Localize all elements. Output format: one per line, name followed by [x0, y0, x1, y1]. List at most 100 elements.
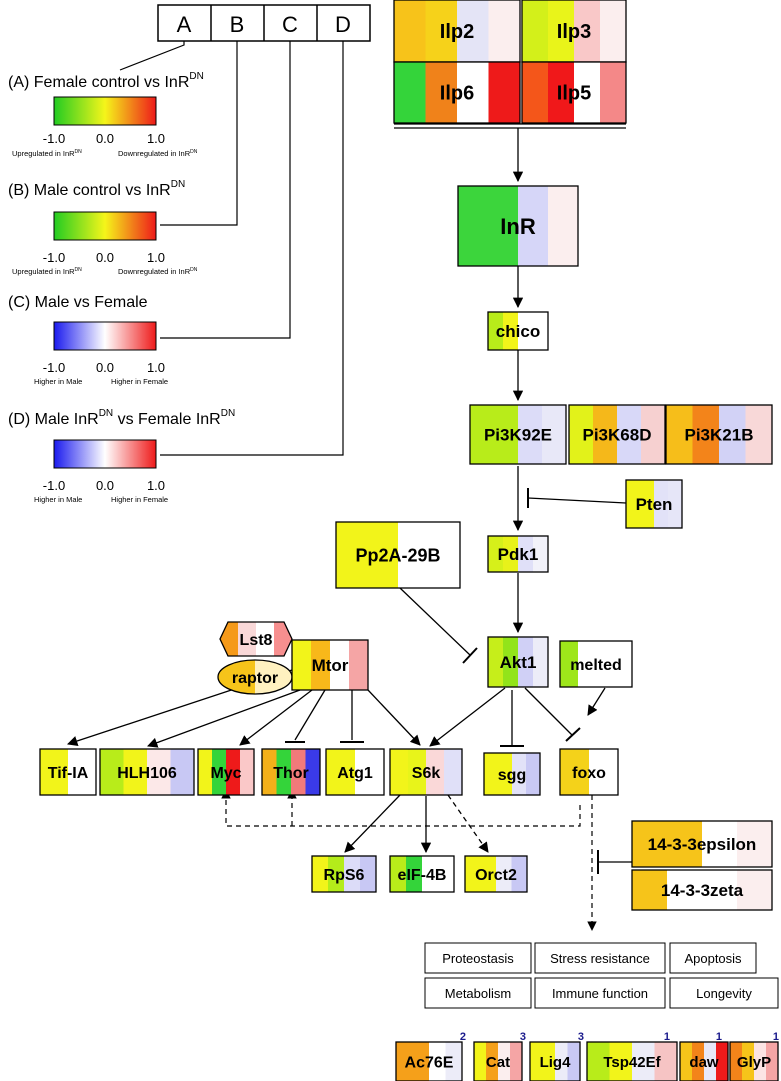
legend-a-tick-mid: 0.0: [96, 131, 114, 146]
gene-node-pi3k68d: Pi3K68D: [568, 404, 666, 465]
expression-band-d: [444, 749, 462, 795]
legend-a-title: (A) Female control vs InR: [8, 74, 189, 91]
legend-a-colorbar: [53, 96, 157, 126]
gene-label: 14-3-3zeta: [661, 881, 744, 900]
gene-label: Pten: [636, 495, 673, 514]
expression-band-d: [429, 522, 460, 588]
expression-band-c: [291, 749, 306, 795]
expression-band-d: [369, 749, 384, 795]
expression-band-a: [587, 1042, 610, 1081]
outcome-label: Stress resistance: [550, 951, 650, 966]
expression-band-b: [503, 536, 519, 572]
expression-band-b: [212, 749, 227, 795]
legend-b-colorbar: [53, 211, 157, 241]
gene-node-s6k: S6k: [389, 748, 463, 796]
expression-band-c: [617, 405, 642, 464]
gene-label: RpS6: [324, 867, 365, 884]
gene-label: Atg1: [337, 765, 373, 782]
expression-band-c: [255, 660, 274, 694]
legend-c-colorbar: [53, 321, 157, 351]
expression-band-b: [667, 870, 703, 910]
expression-band-d: [567, 1042, 580, 1081]
legend-a-low-note: Upregulated in InR: [12, 149, 75, 158]
expression-band-b: [574, 749, 590, 795]
gene-node-pdk1: Pdk1: [487, 535, 549, 573]
gene-label: Pi3K68D: [583, 426, 652, 445]
legend-b: (B) Male control vs InRDN -1.0 0.0 1.0 U…: [8, 179, 198, 276]
gene-label: Myc: [210, 765, 241, 782]
gene-label: GlyP: [737, 1054, 771, 1071]
expression-band-b: [548, 0, 575, 62]
expression-band-a: [312, 856, 329, 892]
expression-band-c: [226, 749, 241, 795]
expression-band-d: [240, 749, 254, 795]
gene-node-orct2: Orct2: [464, 855, 528, 893]
expression-band-d: [614, 641, 632, 687]
expression-band-c: [344, 856, 361, 892]
expression-band-d: [542, 405, 566, 464]
node-outline: [521, 61, 627, 124]
expression-band-c: [147, 749, 171, 795]
expression-band-c: [518, 312, 534, 350]
legend-a-high-note: Downregulated in InR: [118, 149, 191, 158]
legend-b-high-note: Downregulated in InR: [118, 267, 191, 276]
node-outline: [261, 748, 321, 796]
expression-band-d: [438, 856, 454, 892]
expression-band-d: [745, 405, 772, 464]
expression-band-c: [555, 1042, 568, 1081]
expression-band-b: [498, 753, 513, 795]
gene-label: Cat: [486, 1054, 510, 1071]
node-outline: [483, 752, 541, 796]
expression-band-d: [360, 856, 376, 892]
legend-a-title-sup: DN: [189, 71, 203, 82]
expression-band-c: [68, 749, 83, 795]
expression-band-a: [394, 0, 426, 62]
expression-band-c: [518, 637, 534, 687]
expression-band-c: [574, 0, 601, 62]
expression-band-d: [600, 62, 626, 123]
node-outline: [586, 1041, 678, 1081]
expression-band-a: [336, 522, 368, 588]
gene-node-pi3k92e: Pi3K92E: [469, 404, 567, 465]
expression-band-a: [484, 753, 499, 795]
expression-band-c: [256, 622, 275, 656]
expression-band-d: [533, 536, 548, 572]
legend-b-title: (B) Male control vs InR: [8, 182, 171, 199]
outcome-proteostasis: Proteostasis: [424, 942, 532, 974]
expression-band-a: [680, 1042, 693, 1081]
gene-label: Lig4: [540, 1054, 571, 1071]
expression-band-c: [702, 870, 738, 910]
legend-b-title-sup: DN: [171, 179, 185, 190]
gene-node-melted: melted: [559, 640, 633, 688]
gene-node-hlh106: HLH106: [99, 748, 195, 796]
outcome-apoptosis: Apoptosis: [669, 942, 757, 974]
expression-band-c: [398, 522, 430, 588]
column-label-a: A: [177, 12, 192, 37]
expression-band-d: [668, 480, 682, 528]
legend-a-tick-max: 1.0: [147, 131, 165, 146]
expression-band-c: [498, 1042, 511, 1081]
expression-band-b: [488, 186, 519, 266]
expression-band-d: [766, 1042, 778, 1081]
gene-label: chico: [496, 322, 540, 341]
outcome-metabolism: Metabolism: [424, 977, 532, 1009]
legend-a-low-note-sup: DN: [75, 149, 83, 155]
expression-band-d: [526, 753, 540, 795]
expression-band-b: [276, 749, 292, 795]
expression-band-a: [530, 1042, 543, 1081]
expression-band-a: [465, 856, 481, 892]
expression-band-b: [425, 62, 458, 123]
expression-band-a: [569, 405, 594, 464]
svg-text:Downregulated in InRDN: Downregulated in InRDN: [118, 267, 198, 276]
outcome-label: Longevity: [696, 986, 752, 1001]
gene-label: Pdk1: [498, 545, 539, 564]
svg-text:(D) Male InRDN vs Female InRDN: (D) Male InRDN vs Female InRDN: [8, 408, 235, 428]
edges: [67, 123, 632, 931]
expression-band-b: [542, 1042, 556, 1081]
expression-band-c: [512, 753, 527, 795]
node-outline: [529, 1041, 581, 1081]
node-outline: [335, 521, 461, 589]
